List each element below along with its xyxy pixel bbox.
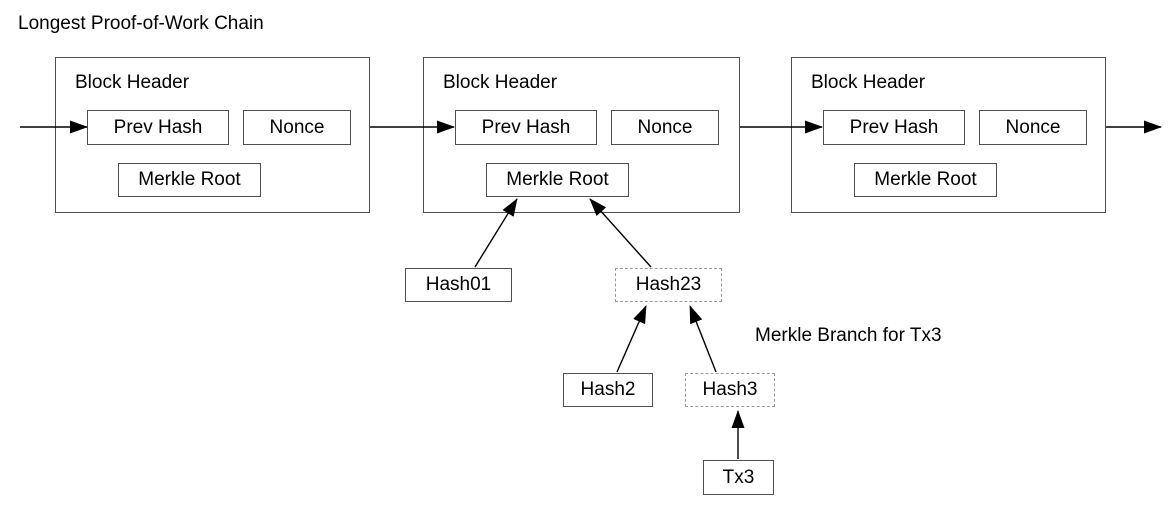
block-header-1: Block Header Prev Hash Nonce Merkle Root: [55, 57, 370, 213]
block-2-merkle-root-box: Merkle Root: [486, 163, 629, 197]
block-1-nonce-box: Nonce: [243, 110, 351, 145]
block-header-2: Block Header Prev Hash Nonce Merkle Root: [423, 57, 740, 213]
block-2-prev-hash-box: Prev Hash: [455, 110, 597, 145]
hash3-node: Hash3: [685, 373, 775, 407]
arrow-hash3-to-hash23: [689, 305, 717, 373]
block-3-nonce-box: Nonce: [979, 110, 1087, 145]
hash01-node: Hash01: [405, 268, 512, 302]
merkle-branch-label: Merkle Branch for Tx3: [755, 325, 942, 346]
block-2-nonce-box: Nonce: [611, 110, 719, 145]
block-3-prev-hash-box: Prev Hash: [823, 110, 965, 145]
hash2-node: Hash2: [563, 373, 653, 407]
diagram-title: Longest Proof-of-Work Chain: [18, 13, 264, 34]
block-3-merkle-root-box: Merkle Root: [854, 163, 997, 197]
block-header-3-label: Block Header: [811, 72, 926, 93]
block-1-merkle-root-box: Merkle Root: [118, 163, 261, 197]
hash23-node: Hash23: [615, 268, 722, 302]
block-header-2-label: Block Header: [443, 72, 558, 93]
block-header-1-label: Block Header: [75, 72, 190, 93]
tx3-node: Tx3: [703, 460, 774, 495]
block-1-prev-hash-box: Prev Hash: [87, 110, 229, 145]
block-header-3: Block Header Prev Hash Nonce Merkle Root: [791, 57, 1106, 213]
arrow-hash2-to-hash23: [616, 305, 647, 373]
